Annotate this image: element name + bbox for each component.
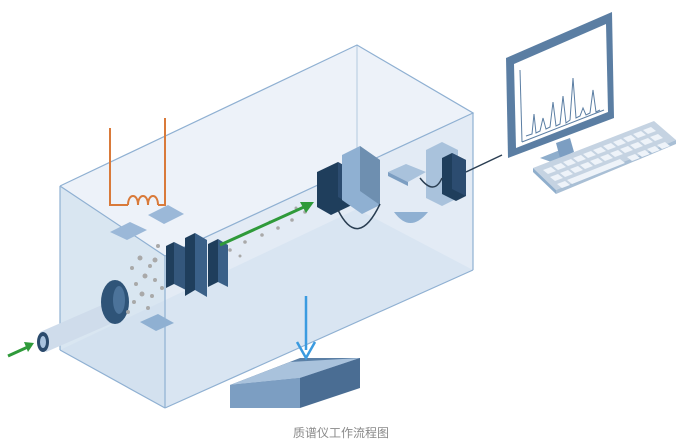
ion-beam-arrow-icon (219, 202, 314, 247)
figure-caption: 质谱仪工作流程图 (292, 426, 389, 440)
keyboard-icon (533, 121, 676, 194)
deflection-plates (317, 146, 380, 215)
detector-assembly (388, 142, 466, 223)
vacuum-pump (230, 358, 360, 408)
signal-wires (337, 154, 503, 230)
computer-monitor-icon (506, 12, 614, 172)
inlet-disk (101, 280, 129, 324)
ion-source-plates (110, 205, 184, 331)
spectrum-plot (519, 69, 605, 143)
mass-spectrometer-diagram (7, 12, 676, 409)
heating-filament-icon (109, 118, 166, 206)
inlet-arrow-icon (7, 342, 34, 358)
accelerator-plates (166, 233, 228, 297)
vacuum-pump-arrow-icon (295, 296, 317, 361)
